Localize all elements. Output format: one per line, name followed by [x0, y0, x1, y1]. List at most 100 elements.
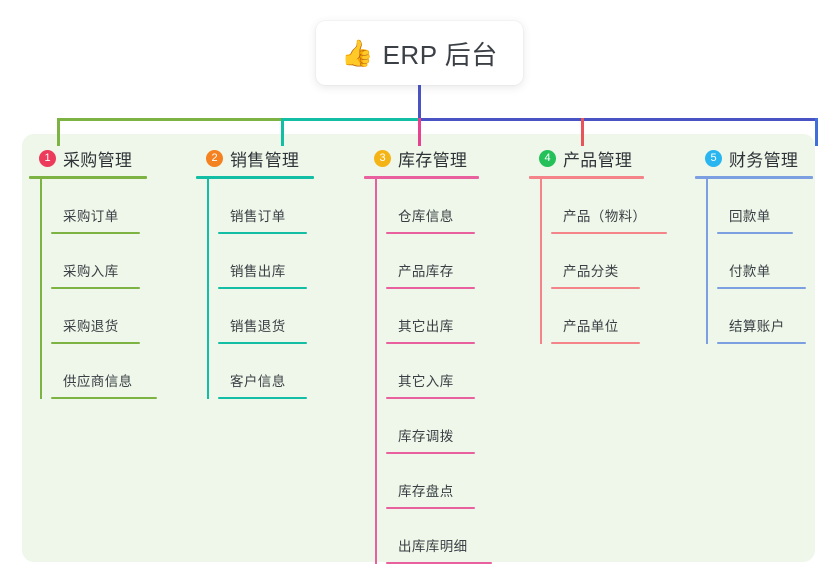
menu-item-rule	[386, 397, 475, 399]
menu-item[interactable]: 客户信息	[207, 344, 314, 399]
menu-item-rule	[51, 342, 140, 344]
menu-item[interactable]: 销售退货	[207, 289, 314, 344]
menu-item[interactable]: 其它入库	[375, 344, 479, 399]
menu-item[interactable]: 销售出库	[207, 234, 314, 289]
menu-item[interactable]: 产品单位	[540, 289, 644, 344]
menu-item-rule	[218, 287, 307, 289]
menu-item-rule	[386, 452, 475, 454]
column-items: 销售订单销售出库销售退货客户信息	[196, 179, 314, 399]
menu-item[interactable]: 其它出库	[375, 289, 479, 344]
root-stem-line	[418, 85, 421, 121]
column-spine	[706, 179, 708, 344]
menu-item-label: 销售出库	[230, 264, 286, 279]
menu-item-rule	[386, 507, 475, 509]
menu-item-label: 产品（物料）	[563, 209, 647, 224]
column-title: 采购管理	[63, 150, 133, 170]
column-title: 库存管理	[398, 150, 468, 170]
column-spine	[40, 179, 42, 399]
column-items: 采购订单采购入库采购退货供应商信息	[29, 179, 157, 399]
menu-item[interactable]: 销售订单	[207, 179, 314, 234]
column-header[interactable]: 5 财务管理	[695, 145, 813, 171]
menu-item[interactable]: 库存调拨	[375, 399, 479, 454]
menu-item[interactable]: 回款单	[706, 179, 813, 234]
bus-segment-teal	[281, 118, 421, 121]
column-index-badge: 2	[206, 149, 223, 167]
menu-item-label: 客户信息	[230, 374, 286, 389]
column-index-badge: 5	[705, 149, 722, 167]
menu-item-rule	[551, 342, 640, 344]
root-node-inner: 👍 ERP 后台	[341, 35, 498, 72]
menu-item-rule	[51, 397, 157, 399]
column-header[interactable]: 3 库存管理	[364, 145, 479, 171]
menu-item[interactable]: 付款单	[706, 234, 813, 289]
thumbs-up-icon: 👍	[341, 38, 374, 68]
drop-line-2	[281, 118, 284, 146]
menu-item-label: 结算账户	[729, 319, 785, 334]
drop-line-5	[815, 118, 818, 146]
menu-item-label: 销售退货	[230, 319, 286, 334]
root-node-card[interactable]: 👍 ERP 后台	[316, 21, 523, 85]
menu-item-rule	[386, 342, 475, 344]
column-header-rule	[529, 176, 644, 179]
menu-item-label: 采购退货	[63, 319, 119, 334]
column-header[interactable]: 1 采购管理	[29, 145, 147, 171]
menu-item[interactable]: 仓库信息	[375, 179, 479, 234]
column-index-badge: 3	[374, 149, 391, 167]
menu-item-label: 供应商信息	[63, 374, 133, 389]
bus-segment-indigo	[418, 118, 818, 121]
column-header-rule	[196, 176, 314, 179]
column-采购管理: 1 采购管理采购订单采购入库采购退货供应商信息	[29, 145, 157, 399]
bus-segment-green	[57, 118, 282, 121]
column-index-badge: 1	[39, 149, 56, 167]
menu-item-rule	[218, 397, 307, 399]
column-header[interactable]: 2 销售管理	[196, 145, 314, 171]
menu-item[interactable]: 出库库明细	[375, 509, 492, 564]
menu-item-label: 采购订单	[63, 209, 119, 224]
menu-item-label: 库存盘点	[398, 484, 454, 499]
column-title: 销售管理	[230, 150, 300, 170]
menu-item-label: 其它入库	[398, 374, 454, 389]
menu-item-label: 仓库信息	[398, 209, 454, 224]
menu-item-label: 其它出库	[398, 319, 454, 334]
drop-line-3	[418, 118, 421, 146]
menu-item[interactable]: 产品分类	[540, 234, 644, 289]
column-销售管理: 2 销售管理销售订单销售出库销售退货客户信息	[196, 145, 314, 399]
menu-item-label: 采购入库	[63, 264, 119, 279]
menu-item-rule	[218, 342, 307, 344]
menu-item-rule	[551, 287, 640, 289]
column-财务管理: 5 财务管理回款单付款单结算账户	[695, 145, 813, 344]
menu-item-label: 付款单	[729, 264, 771, 279]
column-items: 回款单付款单结算账户	[695, 179, 813, 344]
menu-item[interactable]: 库存盘点	[375, 454, 479, 509]
menu-item[interactable]: 结算账户	[706, 289, 813, 344]
menu-item[interactable]: 采购入库	[40, 234, 147, 289]
menu-item[interactable]: 产品（物料）	[540, 179, 667, 234]
column-库存管理: 3 库存管理仓库信息产品库存其它出库其它入库库存调拨库存盘点出库库明细	[364, 145, 492, 564]
column-header-rule	[364, 176, 479, 179]
menu-item[interactable]: 采购退货	[40, 289, 147, 344]
column-items: 产品（物料） 产品分类产品单位	[529, 179, 667, 344]
menu-item-label: 库存调拨	[398, 429, 454, 444]
content-panel	[22, 134, 815, 562]
column-title: 财务管理	[729, 150, 799, 170]
menu-item-rule	[51, 232, 140, 234]
menu-item-label: 出库库明细	[398, 539, 468, 554]
menu-item[interactable]: 产品库存	[375, 234, 479, 289]
drop-line-4	[581, 118, 584, 146]
menu-item[interactable]: 采购订单	[40, 179, 147, 234]
root-node-title: ERP 后台	[382, 39, 498, 70]
column-spine	[207, 179, 209, 399]
menu-item-label: 销售订单	[230, 209, 286, 224]
menu-item-rule	[551, 232, 667, 234]
menu-item-label: 产品分类	[563, 264, 619, 279]
menu-item-label: 产品单位	[563, 319, 619, 334]
menu-item[interactable]: 供应商信息	[40, 344, 157, 399]
menu-item-rule	[218, 232, 307, 234]
menu-item-rule	[51, 287, 140, 289]
drop-line-1	[57, 118, 60, 146]
column-header-rule	[29, 176, 147, 179]
column-header-rule	[695, 176, 813, 179]
